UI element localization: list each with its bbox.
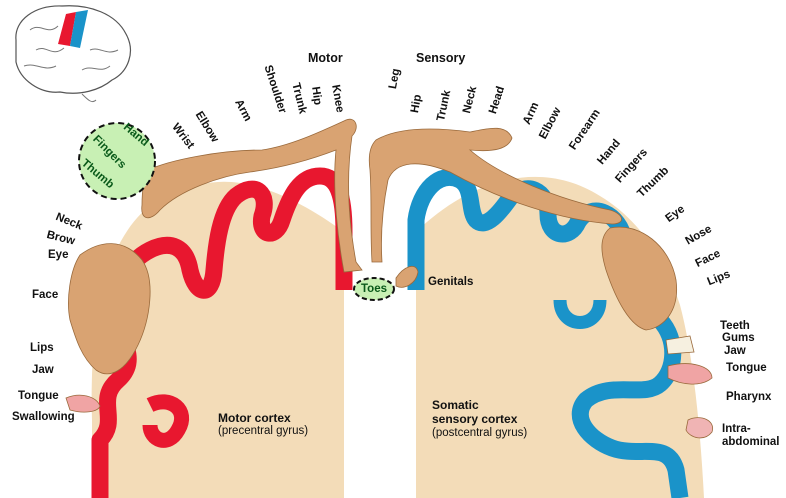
label-sensory-teeth: Teeth [720, 321, 750, 333]
motor-cortex-subtitle: (precentral gyrus) [218, 425, 308, 439]
motor-cortex-title: Motor cortex [218, 411, 308, 425]
label-sensory-jaw: Jaw [724, 346, 746, 358]
motor-cortex-caption: Motor cortex (precentral gyrus) [218, 411, 308, 439]
label-motor-face: Face [32, 290, 58, 302]
sensory-cortex-caption: Somatic sensory cortex (postcentral gyru… [432, 398, 527, 441]
sensory-cortex-subtitle: (postcentral gyrus) [432, 427, 527, 441]
sensory-heading: Sensory [416, 52, 465, 65]
sensory-cortex-title-2: sensory cortex [432, 412, 527, 426]
label-motor-toes: Toes [361, 284, 387, 296]
sensory-cortex-title-1: Somatic [432, 398, 527, 412]
label-motor-tongue: Tongue [18, 391, 59, 403]
brain-locator-icon [16, 6, 131, 102]
label-motor-swallowing: Swallowing [12, 412, 75, 424]
label-sensory-pharynx: Pharynx [726, 392, 771, 404]
label-sensory-gums: Gums [722, 333, 755, 345]
motor-heading: Motor [308, 52, 343, 65]
label-sensory-tongue: Tongue [726, 363, 767, 375]
label-motor-hip: Hip [309, 86, 323, 106]
label-motor-jaw: Jaw [32, 365, 54, 377]
label-motor-eye: Eye [48, 250, 68, 262]
label-sensory-genitals: Genitals [428, 277, 473, 289]
label-motor-lips: Lips [30, 343, 54, 355]
label-sensory-intra-abdominal: Intra- abdominal [722, 423, 780, 448]
